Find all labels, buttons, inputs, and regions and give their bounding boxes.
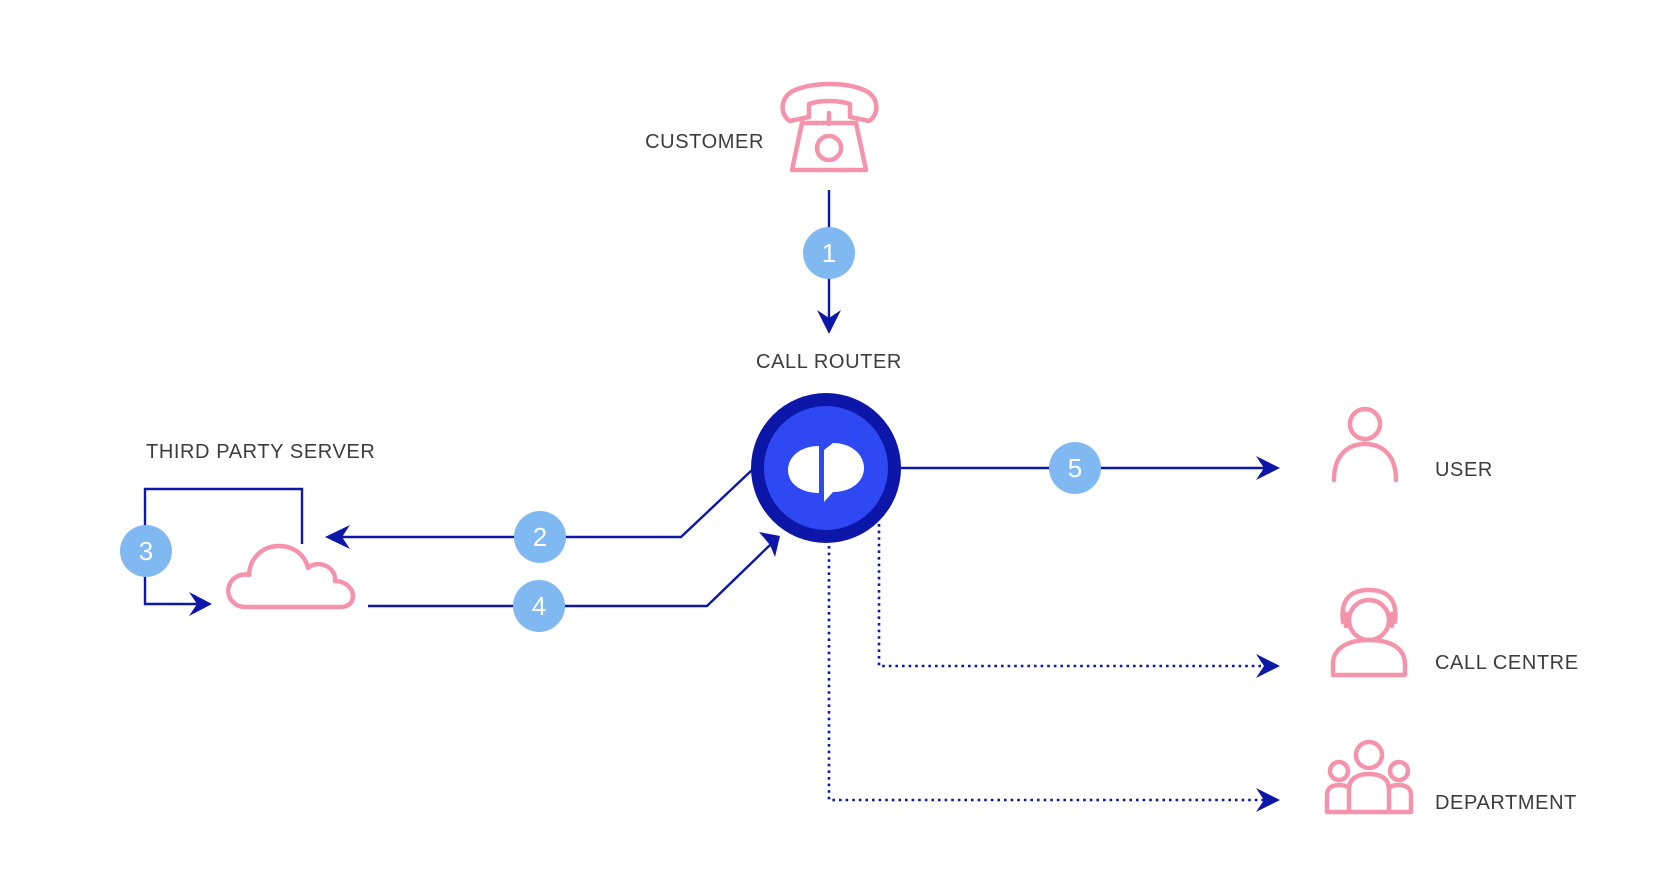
step-badge-1: 1 [803, 227, 855, 279]
step-badge-4: 4 [513, 580, 565, 632]
customer-label: CUSTOMER [645, 131, 764, 153]
step-badge-2: 2 [514, 511, 566, 563]
svg-text:4: 4 [532, 591, 546, 621]
department-label: DEPARTMENT [1435, 792, 1577, 814]
call-router-logo-icon [751, 393, 901, 543]
connector-router-to-server [325, 469, 753, 549]
connector-router-to-department [827, 546, 1280, 812]
connector-server-loop [143, 487, 304, 616]
svg-text:5: 5 [1068, 453, 1082, 483]
svg-text:3: 3 [139, 536, 153, 566]
third-party-server-label: THIRD PARTY SERVER [146, 441, 375, 463]
group-icon [1324, 739, 1414, 815]
svg-text:1: 1 [822, 238, 836, 268]
user-icon [1331, 406, 1399, 483]
connector-router-to-call-centre [877, 524, 1280, 678]
headset-agent-icon [1330, 587, 1408, 678]
call-centre-label: CALL CENTRE [1435, 652, 1579, 674]
connector-server-to-router [368, 532, 780, 608]
cloud-icon [226, 543, 356, 610]
telephone-icon [780, 81, 879, 173]
step-badge-5: 5 [1049, 442, 1101, 494]
svg-text:2: 2 [533, 522, 547, 552]
user-label: USER [1435, 459, 1493, 481]
step-badge-3: 3 [120, 525, 172, 577]
call-router-label: CALL ROUTER [756, 351, 902, 373]
